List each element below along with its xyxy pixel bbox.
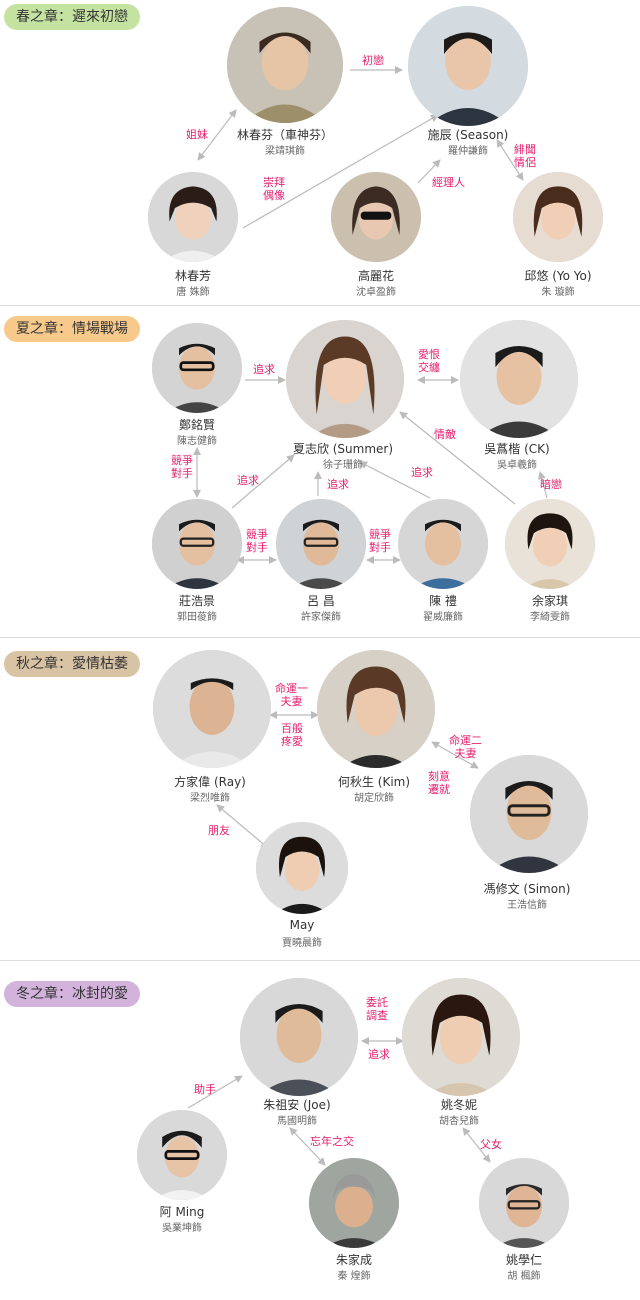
person-actor: 唐 姝飾 (176, 287, 210, 298)
section-divider (0, 305, 640, 306)
person-name: 陳 禮 (429, 594, 457, 608)
relation-label: 追求 (327, 478, 349, 491)
portrait-shi-chen (408, 6, 528, 126)
portrait-a-ming (137, 1110, 227, 1200)
relation-label: 崇拜 偶像 (263, 176, 285, 202)
person-actor: 賈曉晨飾 (282, 938, 322, 949)
person-name: 林春芬（車神芬） (236, 128, 333, 142)
person-name: 阿 Ming (159, 1205, 205, 1219)
relation-label: 追求 (411, 466, 433, 479)
person-actor: 胡杏兒飾 (439, 1116, 479, 1127)
person-actor: 吳業坤飾 (162, 1223, 202, 1234)
person-name: 方家偉 (Ray) (174, 775, 246, 789)
person-name: 呂 昌 (307, 594, 335, 608)
relation-label: 追求 (237, 474, 259, 487)
person-actor: 陳志健飾 (177, 436, 217, 447)
relation-label: 忘年之交 (310, 1135, 354, 1148)
person-actor: 朱 璇飾 (541, 287, 575, 298)
relation-label: 委託 調查 (366, 996, 388, 1022)
relation-label: 追求 (253, 363, 275, 376)
relation-label: 命運二 夫妻 (449, 734, 482, 760)
person-actor: 胡定欣飾 (354, 793, 394, 804)
portrait-lin-chunfen (227, 7, 343, 123)
person-name: May (289, 918, 315, 932)
portrait-yu-jiaqi (505, 499, 595, 589)
person-name: 姚冬妮 (440, 1098, 477, 1112)
relation-label: 朋友 (208, 824, 230, 837)
relation-label: 姐妹 (186, 128, 208, 141)
portrait-yao-xueren (479, 1158, 569, 1248)
portrait-zheng-mingxian (152, 323, 242, 413)
person-actor: 羅仲謙飾 (448, 146, 488, 157)
portrait-yao-dongni (402, 978, 520, 1096)
relation-label: 助手 (194, 1083, 216, 1096)
person-actor: 梁靖琪飾 (265, 146, 305, 157)
relation-label: 暗戀 (540, 478, 562, 491)
portrait-gao-lihua (331, 172, 421, 262)
person-name: 鄭銘賢 (178, 418, 215, 432)
person-name: 高麗花 (357, 269, 394, 283)
chapter-winter-label: 冬之章：冰封的愛 (4, 981, 140, 1007)
portrait-may (256, 822, 348, 914)
person-actor: 沈卓盈飾 (356, 287, 396, 298)
person-actor: 馬國明飾 (277, 1116, 317, 1127)
person-name: 施辰 (Season) (427, 128, 509, 142)
person-name: 馮修文 (Simon) (483, 882, 571, 896)
portrait-feng-xiuwen (470, 755, 588, 873)
relation-label: 競爭 對手 (369, 528, 391, 554)
chapter-summer-label: 夏之章：情場戰場 (4, 316, 140, 342)
section-divider (0, 960, 640, 961)
portrait-lv-chang (276, 499, 366, 589)
section-divider (0, 637, 640, 638)
relation-label: 情敵 (434, 428, 456, 441)
person-actor: 秦 煌飾 (337, 1271, 371, 1282)
person-name: 姚學仁 (505, 1253, 542, 1267)
relation-label: 競爭 對手 (246, 528, 268, 554)
portrait-wu-weikai (460, 320, 578, 438)
person-actor: 吳卓羲飾 (497, 460, 537, 471)
relation-label: 刻意 遷就 (428, 770, 450, 796)
relation-label: 命運一 夫妻 (275, 682, 308, 708)
relation-label: 初戀 (362, 54, 384, 67)
person-name: 吳蔿楷 (CK) (484, 442, 550, 456)
portrait-qiu-you (513, 172, 603, 262)
person-actor: 郭田葰飾 (177, 612, 217, 623)
person-name: 朱家成 (335, 1253, 372, 1267)
relation-label: 競爭 對手 (171, 454, 193, 480)
person-name: 夏志欣 (Summer) (292, 442, 394, 456)
relation-label: 經理人 (432, 176, 465, 189)
person-actor: 徐子珊飾 (323, 460, 363, 471)
portrait-lin-chunfang (148, 172, 238, 262)
portrait-fang-jiawei (153, 650, 271, 768)
person-name: 邱悠 (Yo Yo) (524, 269, 592, 283)
person-actor: 翟威廉飾 (423, 612, 463, 623)
person-actor: 王浩信飾 (507, 900, 547, 911)
chapter-spring-label: 春之章：遲來初戀 (4, 4, 140, 30)
person-name: 莊浩景 (178, 594, 215, 608)
portrait-zhu-zuan (240, 978, 358, 1096)
relation-label: 追求 (368, 1048, 390, 1061)
person-actor: 胡 楓飾 (507, 1271, 541, 1282)
portrait-chen-ji (398, 499, 488, 589)
chapter-autumn-label: 秋之章：愛情枯萎 (4, 651, 140, 677)
relation-label: 百般 疼愛 (281, 722, 303, 748)
portrait-zhu-jiacheng (309, 1158, 399, 1248)
person-name: 余家琪 (531, 594, 568, 608)
relation-label: 父女 (480, 1138, 502, 1151)
portrait-he-qiusheng (317, 650, 435, 768)
person-name: 何秋生 (Kim) (337, 775, 411, 789)
portrait-xia-zhixin (286, 320, 404, 438)
relation-label: 緋聞 情侶 (514, 143, 536, 169)
person-actor: 李綺雯飾 (530, 612, 570, 623)
relation-label: 愛恨 交纏 (418, 348, 440, 374)
person-name: 朱祖安 (Joe) (263, 1098, 331, 1112)
person-actor: 許家傑飾 (301, 612, 341, 623)
person-name: 林春芳 (174, 269, 211, 283)
person-actor: 梁烈唯飾 (190, 793, 230, 804)
portrait-zhuang-haojing (152, 499, 242, 589)
